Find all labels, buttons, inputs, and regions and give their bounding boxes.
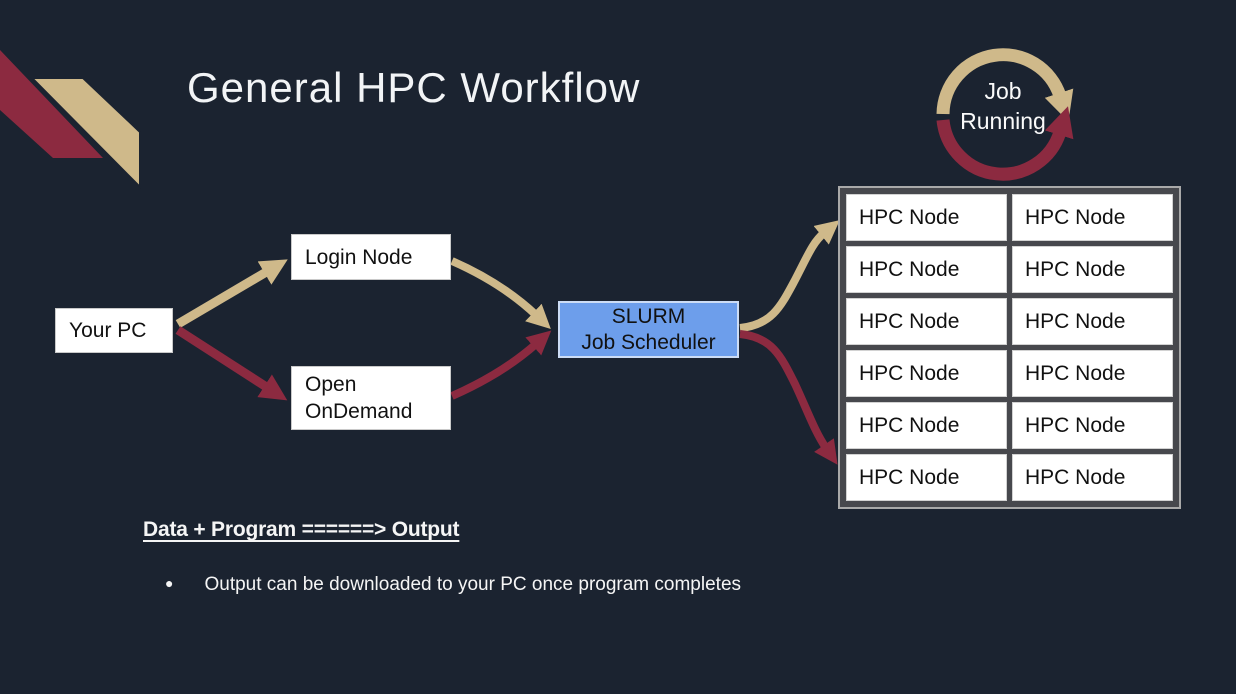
arrow-slurm-to-grid-top (739, 220, 840, 332)
node-slurm-line1: SLURM (611, 304, 686, 328)
arrow-slurm-to-grid-bottom (739, 330, 838, 465)
node-login-node: Login Node (291, 234, 451, 280)
node-open-ondemand-line1: Open (305, 373, 357, 396)
hpc-node-cell: HPC Node (1012, 350, 1173, 397)
hpc-node-cell: HPC Node (846, 454, 1007, 501)
node-slurm-scheduler: SLURM Job Scheduler (558, 301, 739, 358)
hpc-node-cell: HPC Node (1012, 402, 1173, 449)
job-running-line1: Job (984, 78, 1022, 104)
hpc-node-cell: HPC Node (846, 298, 1007, 345)
node-your-pc: Your PC (55, 308, 173, 353)
node-slurm-line2: Job Scheduler (581, 330, 716, 354)
job-running-line2: Running (960, 108, 1046, 134)
hpc-node-cell: HPC Node (1012, 454, 1173, 501)
hpc-node-cell: HPC Node (846, 402, 1007, 449)
hpc-node-cell: HPC Node (846, 246, 1007, 293)
node-open-ondemand: Open OnDemand (291, 366, 451, 430)
data-program-output-formula: Data + Program ======> Output (143, 518, 460, 541)
hpc-node-cell: HPC Node (846, 350, 1007, 397)
arrow-ondemand-to-slurm (450, 330, 552, 400)
footer-bullet-row: ● Output can be downloaded to your PC on… (165, 574, 741, 596)
arrow-pc-to-login (175, 259, 288, 328)
footer-bullet-text: Output can be downloaded to your PC once… (204, 574, 742, 595)
arrow-login-to-slurm (450, 257, 551, 329)
corner-ribbon-garnet (0, 50, 103, 158)
corner-ribbon-gold (29, 77, 141, 190)
hpc-node-cell: HPC Node (846, 194, 1007, 241)
page-title: General HPC Workflow (187, 64, 641, 111)
hpc-node-cell: HPC Node (1012, 246, 1173, 293)
node-login-node-label: Login Node (305, 245, 413, 269)
bullet-icon: ● (165, 575, 174, 591)
node-open-ondemand-line2: OnDemand (305, 400, 413, 423)
arrow-pc-to-ondemand (175, 326, 288, 401)
node-your-pc-label: Your PC (69, 319, 147, 342)
hpc-node-cell: HPC Node (1012, 298, 1173, 345)
job-running-label: Job Running (922, 76, 1084, 136)
hpc-node-grid: HPC Node HPC Node HPC Node HPC Node HPC … (838, 186, 1181, 509)
hpc-node-cell: HPC Node (1012, 194, 1173, 241)
